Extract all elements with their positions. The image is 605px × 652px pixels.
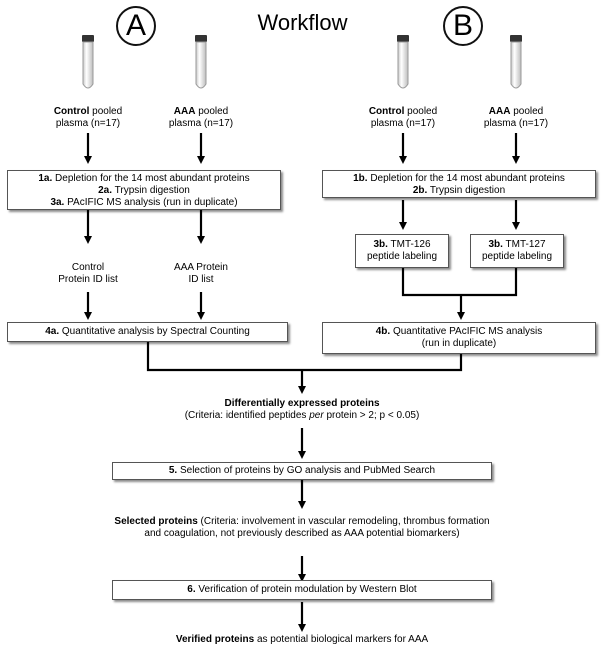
- step-1a-box: 1a. Depletion for the 14 most abundant p…: [7, 170, 281, 210]
- section-b-badge: B: [443, 6, 483, 46]
- test-tube-icon: [510, 35, 522, 89]
- test-tube-icon: [82, 35, 94, 89]
- step-4b-box: 4b. Quantitative PAcIFIC MS analysis(run…: [322, 322, 596, 354]
- selected-proteins: Selected proteins (Criteria: involvement…: [114, 516, 490, 539]
- step-1b-box: 1b. Depletion for the 14 most abundant p…: [322, 170, 596, 198]
- section-a-badge: A: [116, 6, 156, 46]
- differentially-expressed-proteins: Differentially expressed proteins (Crite…: [184, 398, 420, 421]
- step-6-box: 6. Verification of protein modulation by…: [112, 580, 492, 600]
- test-tube-icon: [195, 35, 207, 89]
- workflow-title: Workflow: [257, 10, 348, 35]
- verified-proteins: Verified proteins as potential biologica…: [175, 634, 429, 645]
- step-5-box: 5. Selection of proteins by GO analysis …: [112, 462, 492, 480]
- step-4a-box: 4a. Quantitative analysis by Spectral Co…: [7, 322, 288, 342]
- merge-connector: [401, 268, 518, 297]
- merge-connector: [146, 342, 463, 372]
- test-tube-icon: [397, 35, 409, 89]
